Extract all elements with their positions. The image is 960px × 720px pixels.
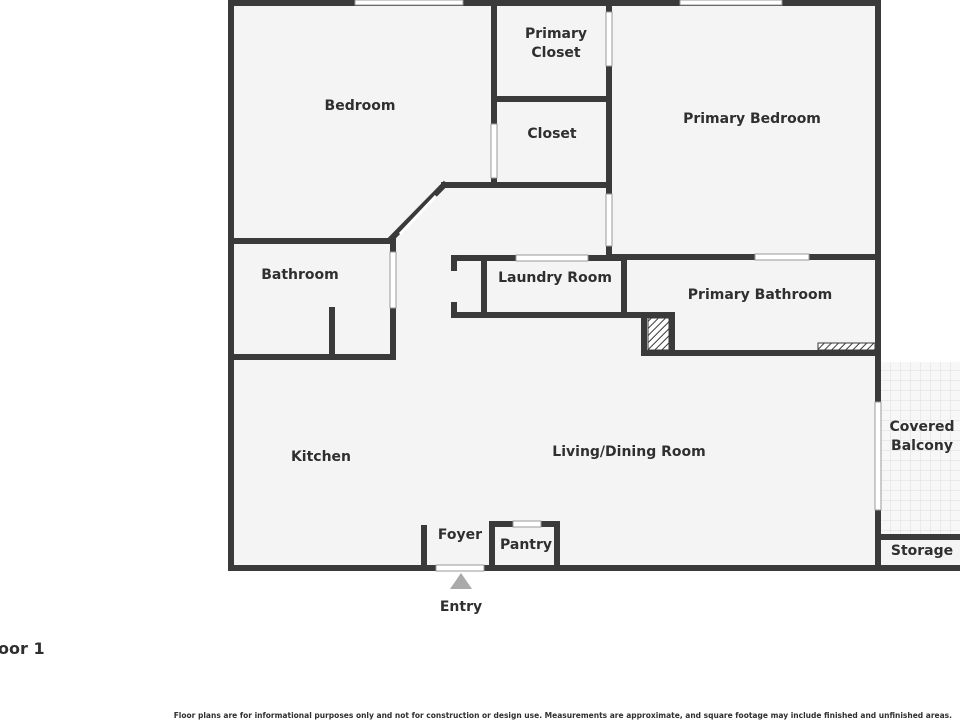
room-label-kitchen: Kitchen (291, 449, 351, 465)
entry-label: Entry (440, 599, 482, 615)
storage-floor (880, 537, 960, 568)
room-label-covered-balcony-2: Balcony (891, 438, 953, 454)
diagonal-window (398, 194, 438, 236)
room-label-living-dining-room: Living/Dining Room (552, 444, 705, 460)
duct-hatch-small (817, 342, 876, 351)
balcony-floor (880, 362, 960, 537)
room-label-primary-bathroom: Primary Bathroom (688, 287, 832, 303)
room-label-bedroom: Bedroom (325, 98, 396, 114)
disclaimer: Floor plans are for informational purpos… (174, 711, 952, 720)
room-label-foyer: Foyer (438, 527, 482, 543)
room-label-storage: Storage (891, 543, 953, 559)
room-label-primary-closet-1: Primary (525, 26, 587, 42)
room-label-pantry: Pantry (500, 537, 552, 553)
floor-label: oor 1 (0, 639, 45, 658)
windows (354, 0, 882, 572)
room-label-laundry-room: Laundry Room (498, 270, 612, 286)
room-label-closet: Closet (527, 126, 577, 142)
room-label-bathroom: Bathroom (261, 267, 339, 283)
room-label-primary-bedroom: Primary Bedroom (683, 111, 821, 127)
entry-arrow-icon (450, 573, 472, 589)
room-label-covered-balcony-1: Covered (890, 419, 955, 435)
duct-hatch (647, 317, 670, 351)
room-label-primary-closet-2: Closet (531, 45, 581, 61)
